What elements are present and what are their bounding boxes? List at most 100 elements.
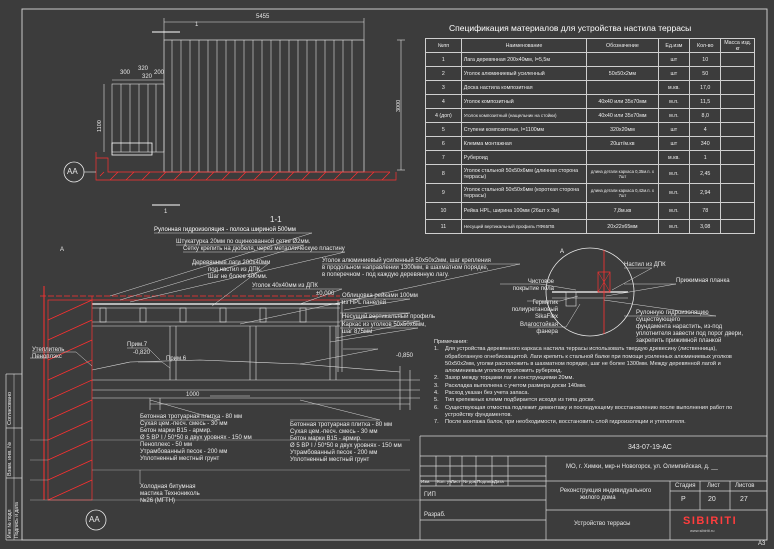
label-hydro-strip: Рулонная гидроизоляция - полоса шириной …: [154, 227, 296, 233]
cell: 50: [689, 66, 722, 81]
label-joists-3: Шаг не более 400мм.: [208, 274, 268, 280]
cell: 7,8м.кв: [586, 202, 659, 220]
stamp-sheets: 27: [740, 496, 748, 503]
cell: Уголок алюминиевый усиленный: [460, 66, 588, 81]
cell: Ступени композитные, l=1100мм: [460, 122, 588, 137]
cell: 2: [425, 66, 462, 81]
cell: [720, 202, 755, 220]
cell: 4: [689, 122, 722, 137]
cell: [720, 136, 755, 151]
label-cladding-2: из HPL панелей: [342, 300, 387, 306]
plan-dim-200: 200: [154, 70, 165, 76]
note-item: 4.Расход указан без учета запаса.: [434, 390, 530, 397]
cell: 40х40 или 35х70мм: [586, 94, 659, 109]
detail-dpk-deck: Настил из ДПК: [624, 262, 666, 268]
cell: Уголок стальной 50х50х6мм (короткая стор…: [460, 183, 588, 203]
cell: шт: [657, 136, 691, 151]
cell: 8: [425, 164, 462, 184]
plan-section-mark-bottom: 1: [164, 209, 168, 215]
cell: Лага деревянная 200х40мм, l=5,5м: [460, 52, 588, 67]
cell: 6: [425, 136, 462, 151]
sibiriti-site: www.sibiriti.ru: [690, 528, 715, 533]
note-item: 7.После монтажа балок, при необходимости…: [434, 419, 686, 426]
cell: Клемма монтажная: [460, 136, 588, 151]
cake-layer: Уплотненный местный грунт: [140, 456, 220, 462]
cell: длина детали каркаса 0,42м.п. х 7шт: [586, 183, 659, 203]
cake-layer: Ø 5 ВР I / 50*50 в двух уровнях - 150 мм: [290, 443, 402, 449]
hydro-line: закрепить прижимной планкой: [636, 338, 722, 344]
cake-layer: Утрамбованный песок - 200 мм: [290, 450, 378, 456]
cell: [720, 108, 755, 123]
label-alu-1: Уголок алюминиевый усиленный 50х50х2мм, …: [322, 258, 491, 264]
cell: Несущий вертикальный профиль ПФ65ПВ: [460, 219, 588, 234]
cell: 10: [425, 202, 462, 220]
stamp-code: 343-07-19-АС: [628, 444, 672, 451]
cell: 1: [425, 52, 462, 67]
note-item: 1.Для устройства деревянного каркаса нас…: [434, 346, 752, 375]
label-vprofile: Несущий вертикальный профиль: [342, 314, 435, 320]
spec-col-name: Наименование: [460, 38, 588, 53]
left-floor-cake: Бетонная тротуарная плитка - 80 мм Сухая…: [140, 414, 270, 463]
cell: 9: [425, 183, 462, 203]
label-lvl-820: -0,820: [133, 350, 151, 356]
detail-hydro-note: Рулонную гидроизоляцию существующего фун…: [636, 310, 766, 345]
spec-col-qty: Кол-во: [689, 38, 722, 53]
label-prim6: Прим.6: [166, 356, 187, 362]
plan-section-mark: 1: [195, 22, 199, 28]
cell: м.п.: [657, 219, 691, 234]
cake-layer: Бетон марки В15 - армир.: [140, 428, 212, 434]
stamp-col-doc: № док.: [463, 479, 478, 484]
cell: 3: [425, 80, 462, 95]
note-item: 6.Существующая отмостка подлежит демонта…: [434, 405, 752, 420]
cell: 20шт/м.кв: [586, 136, 659, 151]
label-cladding-1: Облицовка рейками 100мм: [342, 293, 418, 299]
cell: Доска настила композитная: [460, 80, 588, 95]
spec-header-row: №пп Наименование Обозначение Ед.изм Кол-…: [425, 38, 755, 53]
stamp-stage: Р: [681, 496, 686, 503]
cell: м.п.: [657, 202, 691, 220]
label-joists-2: под настил из ДПК.: [208, 267, 262, 273]
cell: 17,0: [689, 80, 722, 95]
cake-layer: Бетонная тротуарная плитка - 80 мм: [140, 414, 243, 420]
stamp-drawing: Устройство террасы: [574, 521, 631, 527]
stamp-col-kol: Кол. уч.: [437, 479, 453, 484]
note-text: Для устройства деревянного каркаса насти…: [445, 346, 732, 375]
cell: [720, 122, 755, 137]
cell: 2,45: [689, 164, 722, 184]
plan-dim-300: 300: [120, 70, 131, 76]
plan-dim-1100: 1100: [97, 120, 103, 132]
cell: 1: [689, 150, 722, 165]
spec-col-designation: Обозначение: [586, 38, 659, 53]
cake-layer: Ø 5 ВР I / 50*50 в двух уровнях - 150 мм: [140, 435, 252, 441]
label-frame-1: Каркас из уголков 50х50х6мм,: [342, 322, 426, 328]
sealant-line: SikaFlex: [534, 314, 558, 320]
side-replaced: Взам. инв. №: [7, 441, 13, 476]
cell: [720, 80, 755, 95]
cell: Рубероид: [460, 150, 588, 165]
cell: Уголок стальной 50х50х6мм (длинная сторо…: [460, 164, 588, 184]
bitumen-line: мастика Технониколь: [140, 491, 200, 497]
note-text: Зазор между торцами лаг и конструкциями …: [445, 375, 574, 382]
cell: м.п.: [657, 94, 691, 109]
right-floor-cake: Бетонная тротуарная плитка - 80 мм Сухая…: [290, 422, 420, 464]
cell: м.п.: [657, 183, 691, 203]
label-mesh: Сетку крепить на дюбеля, через металличе…: [183, 246, 345, 252]
stamp-address: МО, г. Химки, мкр-н Новогорск, ул. Олимп…: [566, 464, 718, 470]
cell: 20х22х65мм: [586, 219, 659, 234]
cake-layer: Бетон марки В15 - армир.: [290, 436, 362, 442]
cell: [720, 164, 755, 184]
stamp-sheet-header: Лист: [707, 483, 721, 489]
cake-layer: Бетонная тротуарная плитка - 80 мм: [290, 422, 393, 428]
note-text: Тип крепежных клемм подбирается исходя и…: [445, 397, 596, 404]
side-sign-date: Подпись и дата: [14, 502, 20, 538]
cake-layer: Сухая цем.-песч. смесь - 30 мм: [290, 429, 378, 435]
section-aa-marker: АА: [89, 515, 100, 524]
bitumen-line: Холодная битумная: [140, 484, 196, 490]
